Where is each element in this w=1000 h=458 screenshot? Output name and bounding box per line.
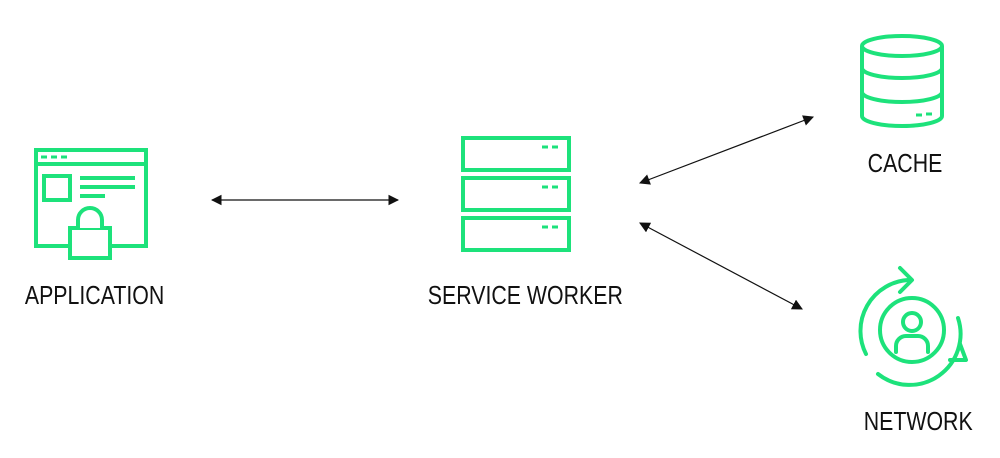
arrow-service-worker-network xyxy=(639,222,803,310)
service-worker-label: SERVICE WORKER xyxy=(427,280,623,310)
network-label: NETWORK xyxy=(863,406,973,436)
cache-label: CACHE xyxy=(867,148,943,178)
arrow-service-worker-cache xyxy=(638,115,815,185)
application-label: APPLICATION xyxy=(24,280,165,310)
locked-browser-window-icon xyxy=(34,148,148,260)
server-stack-icon xyxy=(461,136,571,252)
database-icon xyxy=(860,34,944,128)
user-sync-icon xyxy=(858,266,968,387)
